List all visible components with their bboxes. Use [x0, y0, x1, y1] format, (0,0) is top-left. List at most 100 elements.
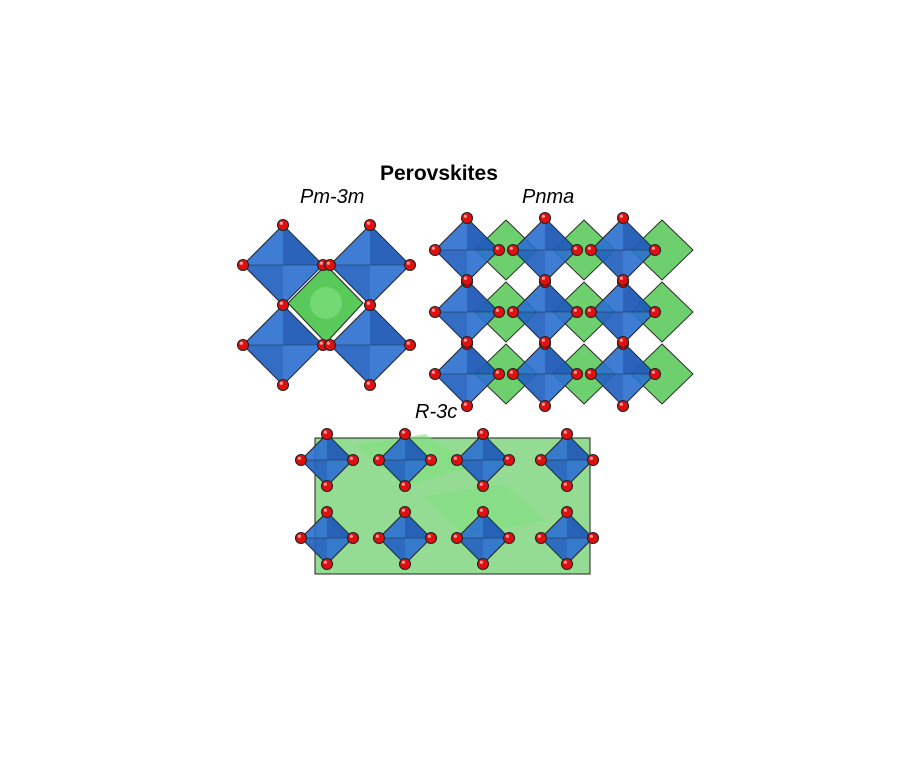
- r3c-octahedron-7-shade2: [541, 538, 567, 564]
- pm-oxygen-7-highlight: [326, 261, 330, 265]
- r3c-oxygen-r6: [502, 531, 516, 545]
- pm-octahedron-1-shade2: [330, 265, 370, 305]
- r3c-oxygen-l5: [372, 531, 386, 545]
- pnma-oxygen-l3-highlight: [431, 308, 435, 312]
- pnma-oxygen-t4: [538, 273, 552, 287]
- pnma-oxygen-t0-highlight: [463, 214, 467, 218]
- pnma-oxygen-b8-highlight: [619, 402, 623, 406]
- pnma-oxygen-t5: [616, 273, 630, 287]
- pnma-oxygen-t8-highlight: [619, 338, 623, 342]
- pnma-oxygen-l2: [584, 243, 598, 257]
- pm-oxygen-5: [403, 258, 417, 272]
- r3c-oxygen-b6: [476, 557, 490, 571]
- r3c-oxygen-t6-highlight: [479, 508, 483, 512]
- r3c-octahedron-1-shade: [405, 434, 431, 460]
- r3c-oxygen-t6: [476, 505, 490, 519]
- pnma-oxygen-r7: [570, 367, 584, 381]
- pnma-oxygen-r8: [648, 367, 662, 381]
- pnma-octahedron-2-shade: [623, 218, 655, 250]
- pnma-oxygen-r0: [492, 243, 506, 257]
- r3c-oxygen-b1: [398, 479, 412, 493]
- pnma-octahedron-1-shade: [545, 218, 577, 250]
- label-r-3c: R-3c: [415, 401, 458, 423]
- pnma-oxygen-l1: [506, 243, 520, 257]
- pnma-oxygen-l7: [506, 367, 520, 381]
- pnma-oxygen-r5: [648, 305, 662, 319]
- r3c-oxygen-b4-highlight: [323, 560, 327, 564]
- pm-oxygen-7: [323, 258, 337, 272]
- r3c-oxygen-t3: [560, 427, 574, 441]
- pnma-octahedron-3-shade: [467, 280, 499, 312]
- pnma-oxygen-l7-highlight: [509, 370, 513, 374]
- pnma-oxygen-r0-highlight: [495, 246, 499, 250]
- pnma-octahedron-0-shade2: [435, 250, 467, 282]
- r3c-oxygen-t0-highlight: [323, 430, 327, 434]
- pnma-oxygen-t2-highlight: [619, 214, 623, 218]
- r3c-oxygen-b0: [320, 479, 334, 493]
- pnma-oxygen-l4-highlight: [509, 308, 513, 312]
- r3c-oxygen-t3-highlight: [563, 430, 567, 434]
- pm-oxygen-2-highlight: [279, 301, 283, 305]
- pm-oxygen-15-highlight: [326, 341, 330, 345]
- pnma-oxygen-l8: [584, 367, 598, 381]
- r3c-octahedron-0-shade2: [301, 460, 327, 486]
- pnma-octahedron-1-shade2: [513, 250, 545, 282]
- pm-oxygen-2: [276, 298, 290, 312]
- r3c-octahedron-2-shade2: [457, 460, 483, 486]
- r3c-octahedron-3-shade2: [541, 460, 567, 486]
- pnma-oxygen-b7: [538, 399, 552, 413]
- pnma-oxygen-b7-highlight: [541, 402, 545, 406]
- r3c-oxygen-t2: [476, 427, 490, 441]
- pm-octahedron-3-shade: [370, 305, 410, 345]
- r3c-oxygen-l6: [450, 531, 464, 545]
- r3c-oxygen-t4: [320, 505, 334, 519]
- pnma-oxygen-t3: [460, 273, 474, 287]
- pnma-octahedron-4-shade: [545, 280, 577, 312]
- pnma-oxygen-t4-highlight: [541, 276, 545, 280]
- r3c-oxygen-r6-highlight: [505, 534, 509, 538]
- pnma-oxygen-r3-highlight: [495, 308, 499, 312]
- r3c-oxygen-t7-highlight: [563, 508, 567, 512]
- pnma-octahedron-6-shade: [467, 342, 499, 374]
- pnma-oxygen-t2: [616, 211, 630, 225]
- r3c-oxygen-r1-highlight: [427, 456, 431, 460]
- pm-3m-octahedra: [242, 224, 411, 386]
- r3c-oxygen-b6-highlight: [479, 560, 483, 564]
- pnma-oxygen-r4: [570, 305, 584, 319]
- r3c-oxygen-l2-highlight: [453, 456, 457, 460]
- r3c-oxygen-r7-highlight: [589, 534, 593, 538]
- r3c-oxygen-r2: [502, 453, 516, 467]
- pnma-oxygen-b8: [616, 399, 630, 413]
- r3c-oxygen-l4: [294, 531, 308, 545]
- pnma-octahedra: [434, 217, 656, 407]
- r3c-oxygen-r2-highlight: [505, 456, 509, 460]
- r3c-oxygen-l5-highlight: [375, 534, 379, 538]
- r3c-oxygen-r3-highlight: [589, 456, 593, 460]
- pnma-oxygen-l8-highlight: [587, 370, 591, 374]
- r3c-oxygen-t5-highlight: [401, 508, 405, 512]
- r3c-oxygen-t0: [320, 427, 334, 441]
- r3c-octahedron-5-shade2: [379, 538, 405, 564]
- label-pm-3m: Pm-3m: [300, 186, 365, 208]
- pm-oxygen-5-highlight: [406, 261, 410, 265]
- pm-oxygen-10: [276, 378, 290, 392]
- r3c-oxygen-b1-highlight: [401, 482, 405, 486]
- pnma-octahedron-2-shade2: [591, 250, 623, 282]
- pnma-oxygen-l5-highlight: [587, 308, 591, 312]
- pnma-oxygen-l6: [428, 367, 442, 381]
- pnma-oxygen-r3: [492, 305, 506, 319]
- r3c-oxygen-t1-highlight: [401, 430, 405, 434]
- pm-oxygen-9-highlight: [319, 341, 323, 345]
- pnma-oxygen-l2-highlight: [587, 246, 591, 250]
- r3c-oxygen-b5: [398, 557, 412, 571]
- pnma-green-polyhedra: [474, 219, 694, 405]
- r-3c-structure-illustration: [294, 427, 600, 575]
- figure-title: Perovskites: [380, 162, 498, 185]
- pnma-oxygen-l3: [428, 305, 442, 319]
- pm-octahedron-2-shade2: [243, 345, 283, 385]
- pnma-octahedron-5-shade: [623, 280, 655, 312]
- r3c-oxygen-b7: [560, 557, 574, 571]
- pm-oxygen-13-highlight: [406, 341, 410, 345]
- r3c-octahedron-5-shade: [405, 512, 431, 538]
- r3c-oxygen-r5: [424, 531, 438, 545]
